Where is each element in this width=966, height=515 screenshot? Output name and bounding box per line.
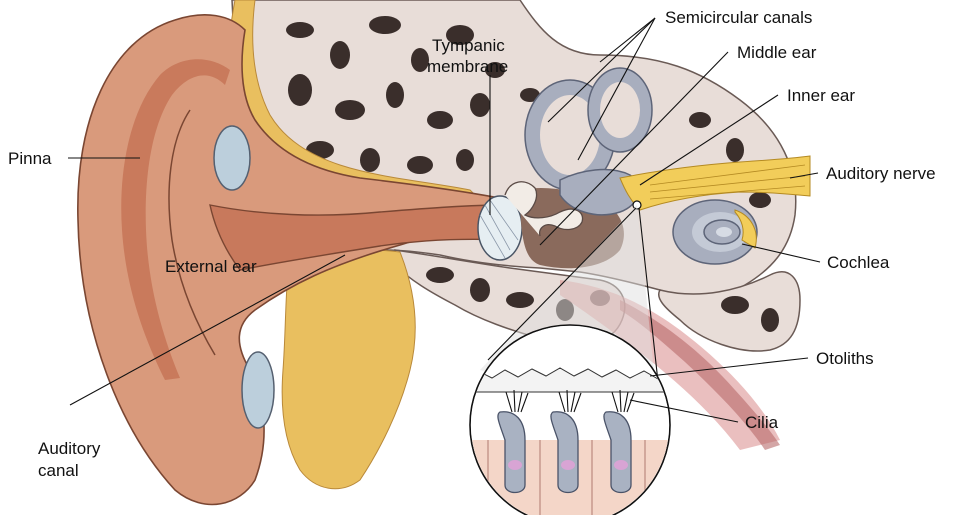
label-inner-ear: Inner ear [787, 86, 855, 105]
label-auditory-canal-line1: Auditory [38, 439, 101, 458]
label-otoliths: Otoliths [816, 349, 874, 368]
label-tympanic-line1: Tympanic [432, 36, 505, 55]
label-semicircular-canals: Semicircular canals [665, 8, 812, 27]
label-auditory-nerve: Auditory nerve [826, 164, 936, 183]
label-tympanic-line2: membrane [427, 57, 508, 76]
cartilage-lower [242, 352, 274, 428]
cartilage-upper [214, 126, 250, 190]
cochlea [673, 200, 757, 264]
label-cilia: Cilia [745, 413, 779, 432]
label-auditory-canal-line2: canal [38, 461, 79, 480]
lower-fat-pad [282, 250, 415, 489]
label-external-ear: External ear [165, 257, 257, 276]
label-cochlea: Cochlea [827, 253, 890, 272]
magnified-inset [470, 325, 670, 515]
label-middle-ear: Middle ear [737, 43, 817, 62]
label-pinna: Pinna [8, 149, 52, 168]
